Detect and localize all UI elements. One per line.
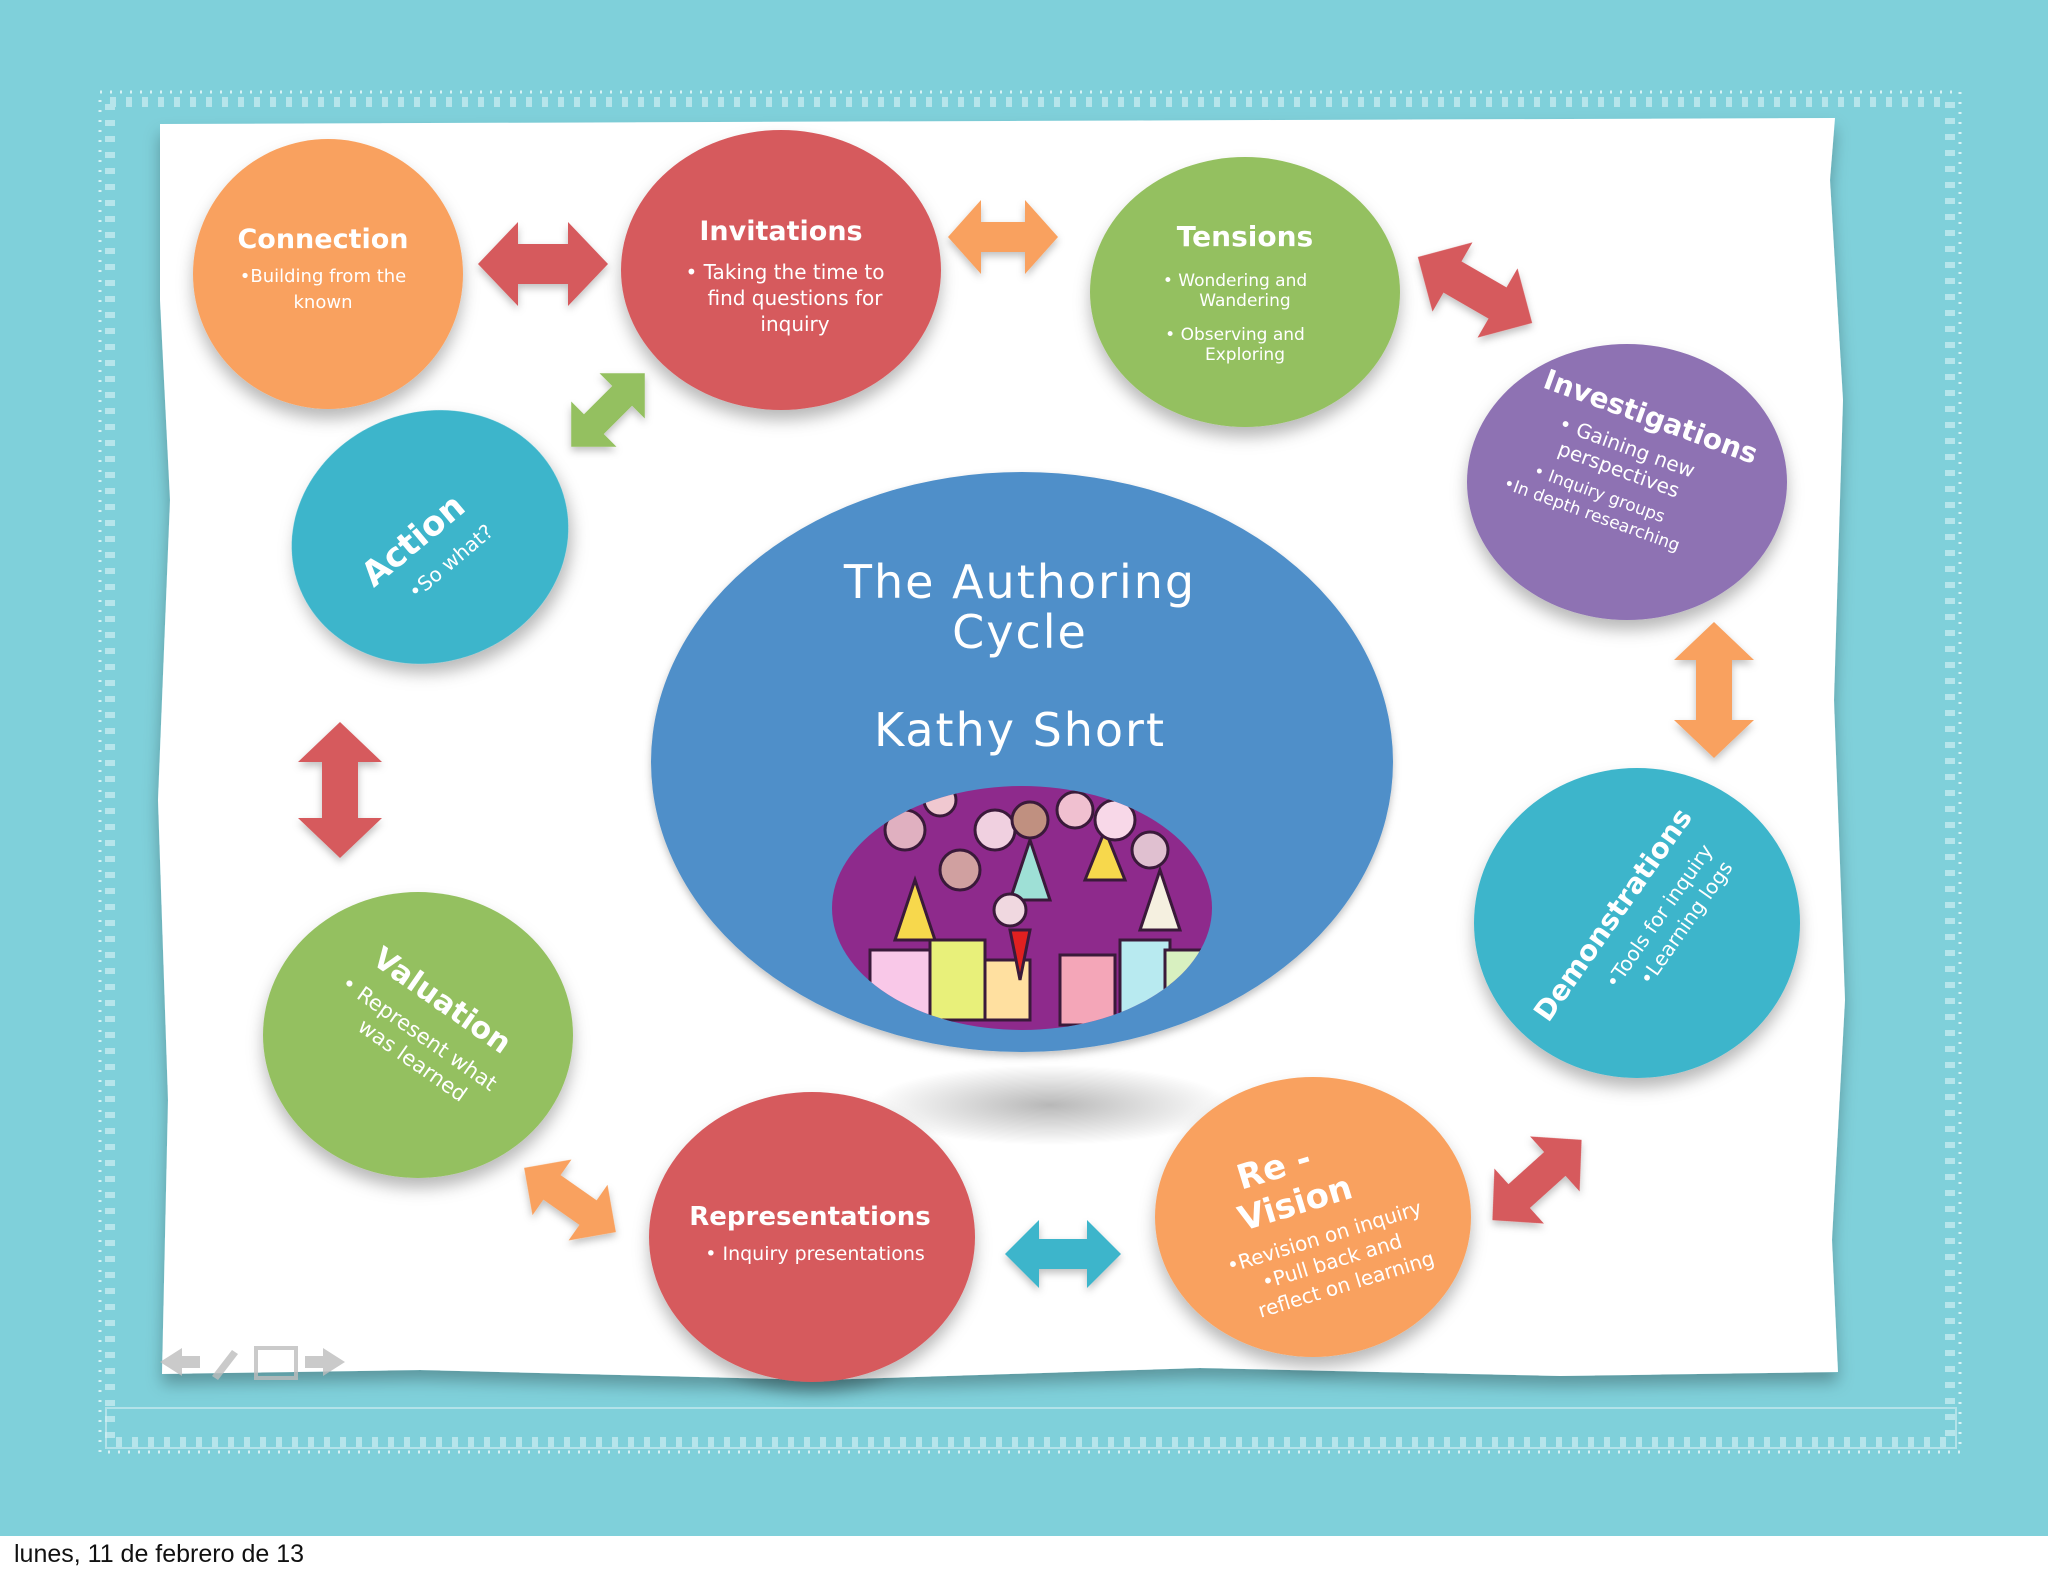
stage-investigations: Investigations • Gaining new perspective… bbox=[1467, 344, 1787, 620]
stage-demonstrations: Demonstrations •Tools for inquiry •Learn… bbox=[1474, 768, 1800, 1078]
center-title-line1: The Authoring bbox=[843, 555, 1196, 609]
center-title-line2: Cycle bbox=[952, 605, 1088, 659]
double-arrow-tensions-investigations-icon bbox=[1417, 242, 1533, 338]
center-shadow bbox=[870, 1065, 1230, 1145]
footer-date: lunes, 11 de febrero de 13 bbox=[14, 1540, 305, 1568]
invitations-line: find questions for bbox=[707, 286, 883, 310]
representations-title: Representations bbox=[689, 1202, 931, 1232]
double-arrow-revision-representations-icon bbox=[1005, 1220, 1121, 1288]
tensions-title: Tensions bbox=[1177, 220, 1313, 253]
center-author: Kathy Short bbox=[874, 703, 1166, 757]
stage-action: Action •So what? bbox=[291, 410, 569, 664]
tensions-line: Exploring bbox=[1205, 345, 1285, 365]
stage-connection: Connection •Building from the known bbox=[193, 139, 463, 409]
double-arrow-representations-valuation-icon bbox=[524, 1159, 616, 1241]
representations-line: • Inquiry presentations bbox=[705, 1243, 925, 1265]
stage-invitations: Invitations • Taking the time to find qu… bbox=[621, 130, 941, 410]
connection-title: Connection bbox=[237, 224, 408, 255]
stage-valuation: Valuation • Represent what was learned bbox=[263, 892, 573, 1178]
invitations-title: Invitations bbox=[699, 216, 862, 247]
border-decoration bbox=[98, 90, 1962, 1454]
stage-revision: Re - Vision •Revision on inquiry •Pull b… bbox=[1155, 1077, 1471, 1357]
double-arrow-connection-invitations-icon bbox=[478, 222, 608, 306]
nav-icons bbox=[160, 1346, 345, 1380]
tensions-line: • Wondering and bbox=[1163, 271, 1307, 291]
double-arrow-action-invitations-icon bbox=[571, 373, 645, 447]
center-node: The Authoring Cycle Kathy Short bbox=[651, 472, 1393, 1145]
double-arrow-investigations-demonstrations-icon bbox=[1674, 622, 1754, 758]
stage-tensions: Tensions • Wondering and Wandering • Obs… bbox=[1090, 157, 1400, 427]
double-arrow-invitations-tensions-icon bbox=[948, 200, 1058, 274]
stage-representations: Representations • Inquiry presentations bbox=[649, 1092, 975, 1382]
invitations-line: • Taking the time to bbox=[686, 260, 885, 284]
kids-illustration bbox=[832, 786, 1212, 1030]
arrows bbox=[298, 200, 1754, 1288]
double-arrow-demonstrations-revision-icon bbox=[1492, 1136, 1582, 1224]
slide-stage: The Authoring Cycle Kathy Short bbox=[0, 0, 2048, 1536]
connection-line: •Building from the bbox=[240, 266, 407, 287]
tensions-line: Wandering bbox=[1199, 291, 1290, 311]
invitations-line: inquiry bbox=[760, 312, 829, 336]
tensions-line: • Observing and bbox=[1165, 325, 1305, 345]
double-arrow-valuation-action-icon bbox=[298, 722, 382, 858]
connection-line: known bbox=[294, 292, 353, 313]
